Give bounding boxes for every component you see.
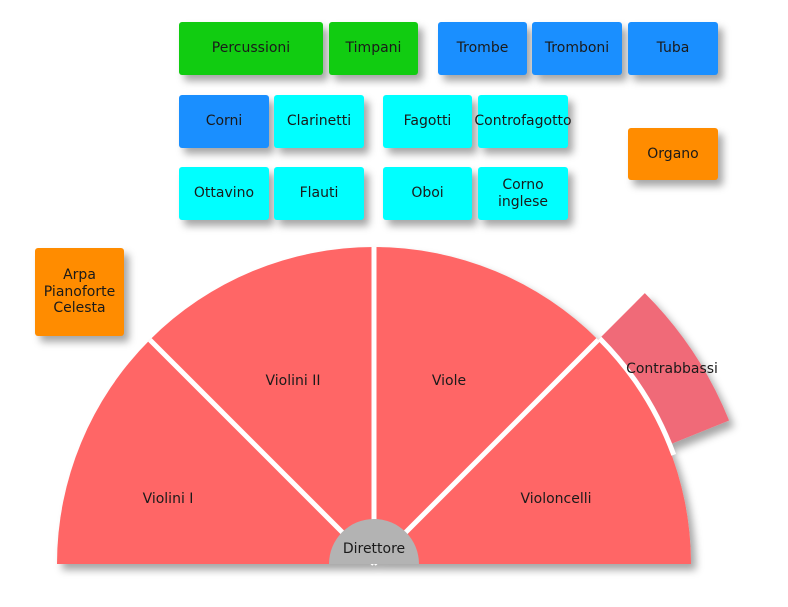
- contrabbassi-divider: [597, 336, 677, 456]
- corni-box: Corni: [179, 95, 269, 148]
- controfagotto-box: Controfagotto: [474, 95, 572, 148]
- percussioni-box: Percussioni: [179, 22, 323, 75]
- violini-2-section: [149, 247, 374, 564]
- clarinetti-box: Clarinetti: [274, 95, 364, 148]
- violini-2-label: Violini II: [266, 373, 321, 389]
- violoncelli-label: Violoncelli: [520, 491, 591, 507]
- viole-label: Viole: [432, 373, 466, 389]
- viole-section: [374, 247, 599, 564]
- corno-inglese-box: Corno inglese: [478, 167, 568, 220]
- tuba-box: Tuba: [628, 22, 718, 75]
- flauti-box: Flauti: [274, 167, 364, 220]
- oboi-box: Oboi: [383, 167, 472, 220]
- contrabbassi-label: Contrabbassi: [626, 361, 718, 377]
- tromboni-box: Tromboni: [532, 22, 622, 75]
- violini-1-label: Violini I: [143, 491, 194, 507]
- fagotti-box: Fagotti: [383, 95, 472, 148]
- violoncelli-section: [374, 339, 691, 564]
- trombe-box: Trombe: [438, 22, 527, 75]
- arpa-pianoforte-celesta-box: Arpa Pianoforte Celesta: [35, 248, 124, 336]
- direttore-podium: [329, 519, 419, 564]
- section-divider: [148, 338, 376, 566]
- section-divider: [372, 338, 600, 566]
- violini-1-section: [57, 339, 374, 564]
- contrabbassi-section: [598, 293, 730, 446]
- ottavino-box: Ottavino: [179, 167, 269, 220]
- organo-box: Organo: [628, 128, 718, 180]
- timpani-box: Timpani: [329, 22, 418, 75]
- direttore-label: Direttore: [343, 541, 405, 557]
